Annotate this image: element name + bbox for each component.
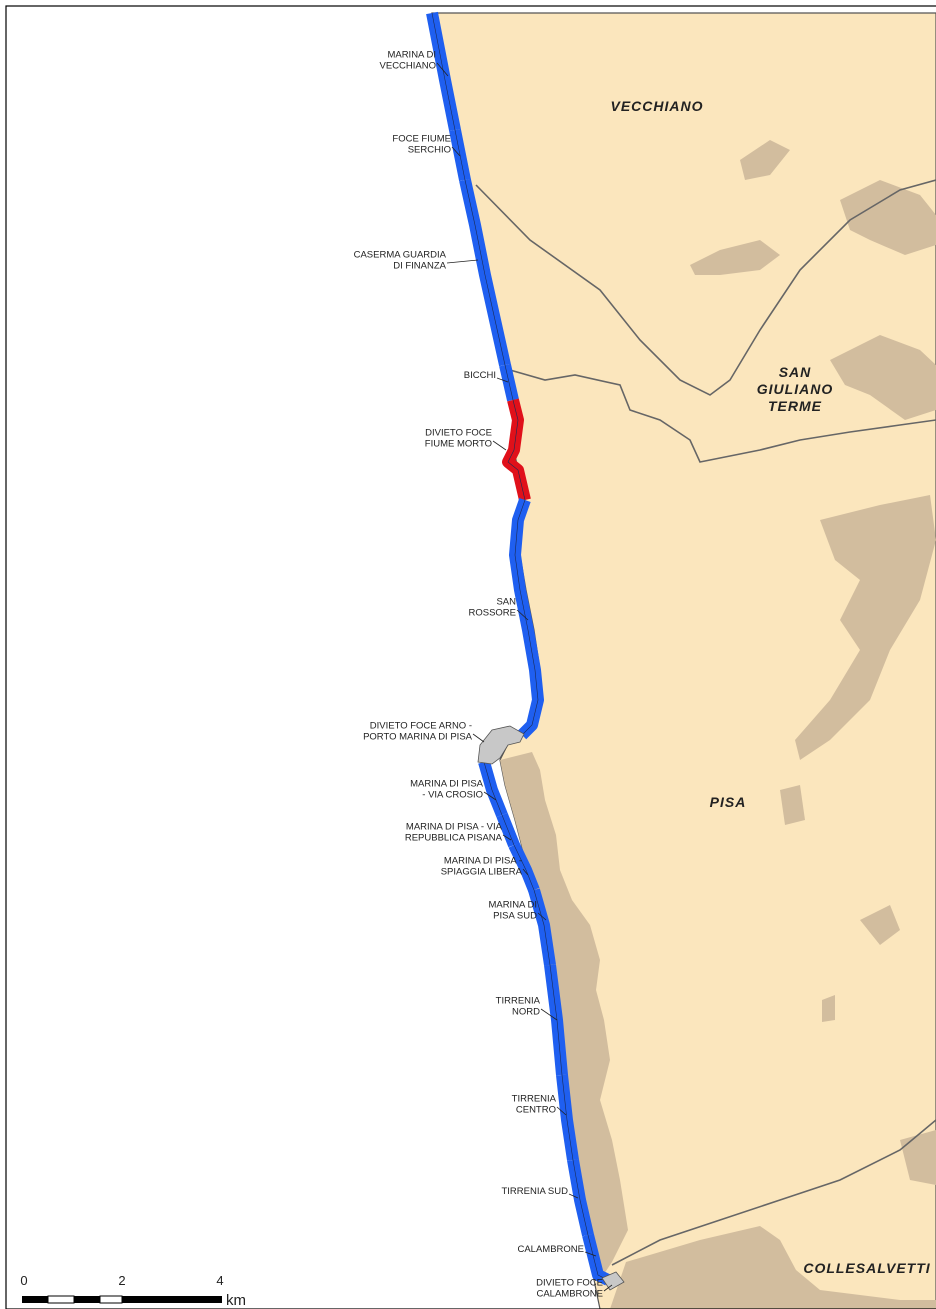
coast-segment-edge-tirrenia-centro	[561, 1074, 574, 1161]
beach-label-foce-serchio-line-1: SERCHIO	[408, 145, 451, 156]
beach-label-fiume-morto-line-0: DIVIETO FOCE	[425, 428, 492, 439]
scale-segment-1	[22, 1296, 48, 1303]
beach-label-spiaggia-libera-line-0: MARINA DI PISA -	[444, 856, 522, 867]
municipality-label-collesalvetti-line-0: COLLESALVETTI	[803, 1260, 930, 1276]
beach-label-repubblica-line-0: MARINA DI PISA - VIA	[406, 822, 503, 833]
beach-leader-repubblica	[502, 834, 512, 841]
beach-leader-caserma	[446, 259, 479, 264]
beach-leader-spiaggia-libera	[522, 868, 529, 876]
beach-label-tirrenia-centro-line-0: TIRRENIA	[512, 1094, 557, 1105]
beach-leader-tirrenia-centro	[556, 1106, 567, 1116]
coast-segment-edge-repubblica	[501, 814, 515, 846]
scale-tick-4: 4	[216, 1273, 223, 1288]
beach-leader-marina-vecchiano	[436, 62, 449, 77]
coast-segment-edge-spiaggia-libera	[513, 844, 535, 891]
scale-segment-4	[99, 1295, 123, 1304]
beach-label-san-rossore-line-0: SAN	[496, 597, 516, 608]
coast-segment-edge-marina-vecchiano	[431, 12, 456, 131]
beach-label-foce-calambrone-line-1: CALAMBRONE	[536, 1289, 603, 1300]
coast-segment-edge-fiume-morto	[507, 399, 526, 501]
beach-label-tirrenia-sud-line-0: TIRRENIA SUD	[501, 1186, 568, 1197]
beach-label-calambrone-line-0: CALAMBRONE	[517, 1244, 584, 1255]
scale-tick-0: 0	[20, 1273, 27, 1288]
municipality-label-pisa-line-0: PISA	[710, 794, 747, 810]
beach-leader-foce-serchio	[451, 146, 461, 157]
coast-segment-edge-caserma	[464, 179, 506, 366]
municipal-boundaries	[475, 179, 936, 1266]
coast-segment-edge-bicchi	[504, 364, 514, 401]
beach-leader-foce-arno	[472, 733, 485, 743]
beach-label-tirrenia-centro-line-1: CENTRO	[516, 1105, 556, 1116]
beach-label-pisa-sud-line-0: MARINA DI	[488, 900, 537, 911]
map-frame	[5, 5, 936, 1309]
coast-segments	[426, 11, 625, 1291]
beach-leader-foce-calambrone	[603, 1284, 613, 1292]
municipality-label-san-giuliano-line-2: TERME	[768, 398, 822, 414]
beach-label-san-rossore-line-1: ROSSORE	[468, 608, 516, 619]
beach-label-foce-serchio-line-0: FOCE FIUME	[392, 134, 451, 145]
beach-label-spiaggia-libera-line-1: SPIAGGIA LIBERA	[441, 867, 523, 878]
coast-segment-edge-tirrenia-sud	[572, 1159, 589, 1236]
scale-segment-3	[74, 1296, 100, 1303]
arno-harbour-area	[477, 725, 525, 765]
beach-label-via-crosio-line-0: MARINA DI PISA	[410, 779, 484, 790]
scale-bar: 0 2 4 km	[20, 1273, 246, 1309]
beach-label-caserma-line-1: DI FINANZA	[393, 261, 446, 272]
beach-label-foce-arno-line-1: PORTO MARINA DI PISA	[363, 732, 473, 743]
beach-label-caserma-line-0: CASERMA GUARDIA	[354, 250, 447, 261]
coast-segment-edge-foce-serchio	[454, 129, 466, 181]
beach-label-marina-vecchiano-line-1: VECCHIANO	[380, 61, 436, 72]
coast-segment-edge-via-crosio	[483, 761, 503, 816]
scale-segment-2	[47, 1295, 75, 1304]
beach-label-foce-calambrone-line-0: DIVIETO FOCE	[536, 1278, 603, 1289]
municipality-label-san-giuliano-line-0: SAN	[779, 364, 812, 380]
scale-unit: km	[226, 1292, 246, 1309]
beach-label-foce-arno-line-0: DIVIETO FOCE ARNO -	[370, 721, 472, 732]
beach-leader-via-crosio	[483, 791, 497, 801]
coast-segment-edge-pisa-sud	[533, 889, 551, 966]
scale-segment-5	[122, 1296, 222, 1303]
calambrone-mouth-area	[601, 1271, 625, 1291]
coast-segment-edge-san-rossore	[514, 499, 539, 736]
beach-label-via-crosio-line-1: - VIA CROSIO	[422, 790, 483, 801]
beach-label-tirrenia-nord-line-1: NORD	[512, 1007, 540, 1018]
beach-label-fiume-morto-line-1: FIUME MORTO	[425, 439, 492, 450]
beach-leader-pisa-sud	[537, 912, 547, 921]
beach-leader-san-rossore	[516, 609, 529, 621]
municipality-label-san-giuliano-line-1: GIULIANO	[757, 381, 833, 397]
beach-leader-fiume-morto	[492, 440, 507, 451]
municipality-label-vecchiano-line-0: VECCHIANO	[610, 98, 703, 114]
beach-leader-tirrenia-nord	[540, 1008, 558, 1021]
beach-label-marina-vecchiano-line-0: MARINA DI	[387, 50, 436, 61]
beach-label-tirrenia-nord-line-0: TIRRENIA	[496, 996, 541, 1007]
beach-label-bicchi-line-0: BICCHI	[464, 370, 496, 381]
beach-label-pisa-sud-line-1: PISA SUD	[493, 911, 537, 922]
beach-label-repubblica-line-1: REPUBBLICA PISANA	[405, 833, 503, 844]
beach-leader-calambrone	[584, 1251, 597, 1257]
beach-leader-tirrenia-sud	[568, 1193, 579, 1199]
scale-tick-2: 2	[118, 1273, 125, 1288]
beach-leader-bicchi	[496, 377, 509, 383]
